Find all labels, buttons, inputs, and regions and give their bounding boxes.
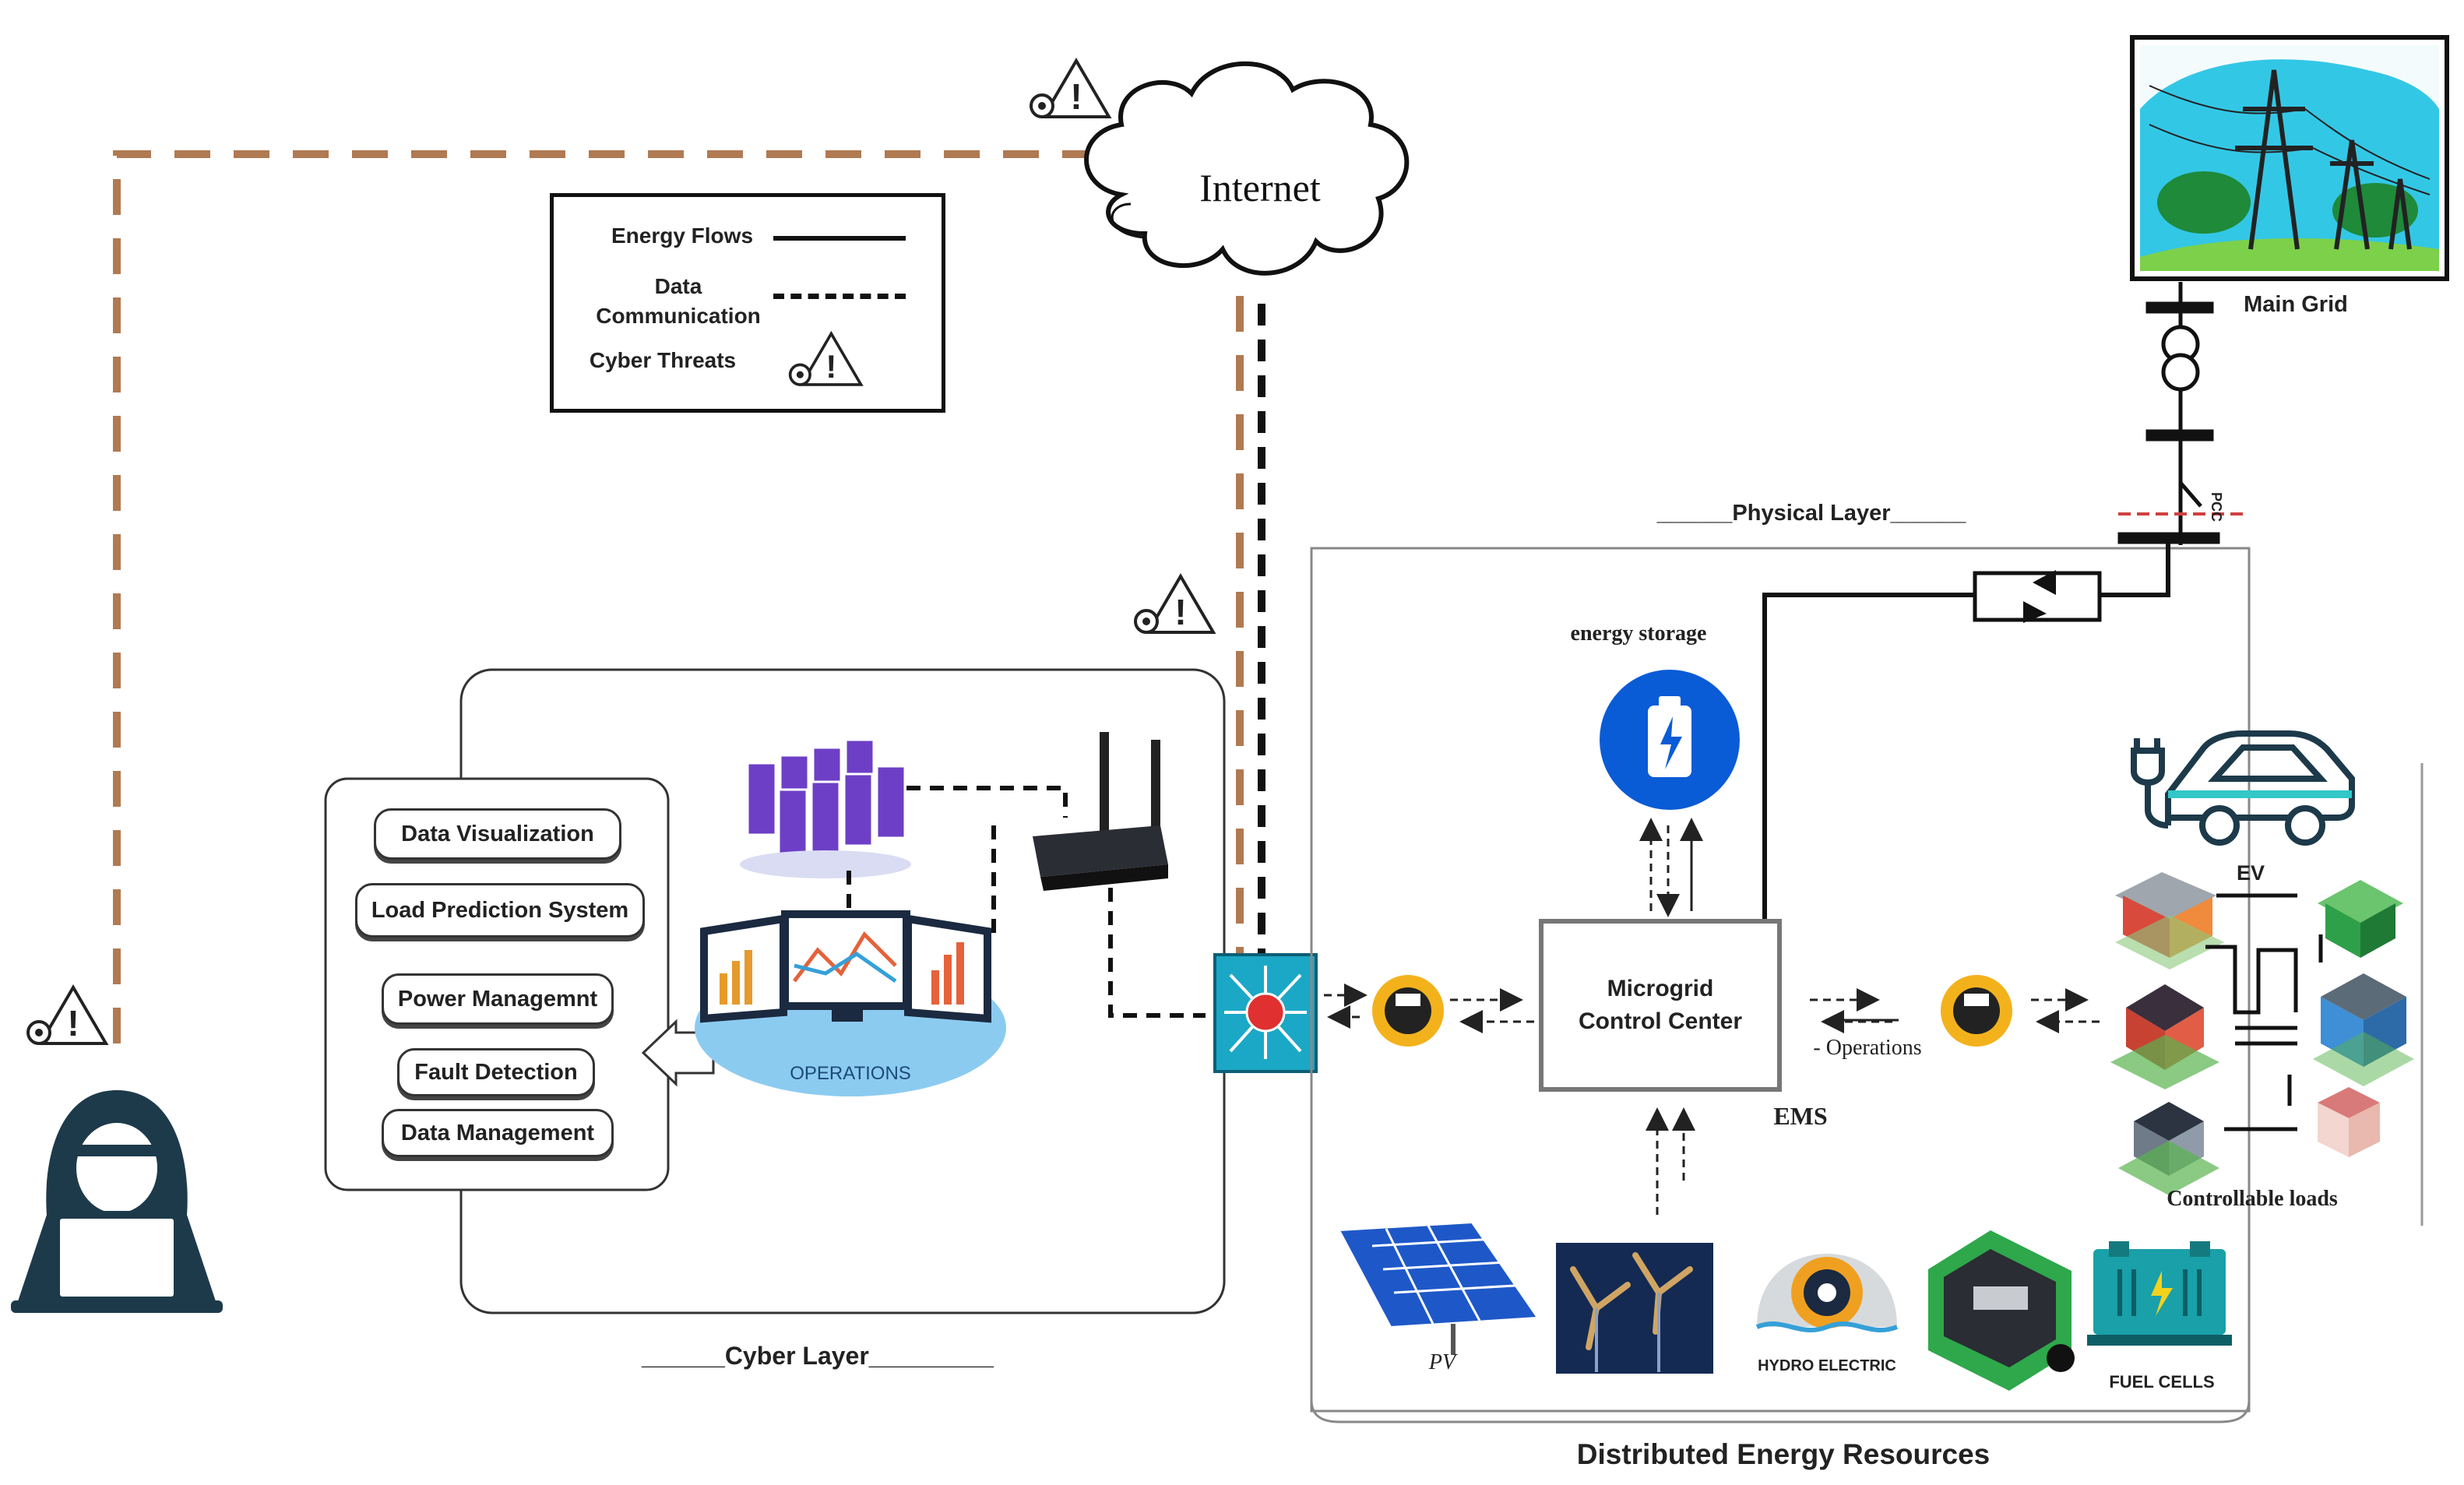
main-grid-label: Main Grid — [2244, 292, 2348, 317]
distributed-energy-resources-label: Distributed Energy Resources — [1577, 1438, 1990, 1470]
legend-energy-flows-swatch — [773, 236, 906, 241]
energy-flow-line — [1762, 544, 2170, 922]
svg-text:!: ! — [1174, 592, 1186, 632]
fuel-cells-label: FUEL CELLS — [2109, 1372, 2214, 1392]
transformer-icon — [2117, 282, 2243, 545]
cyber-threat-icon: ! — [26, 984, 109, 1045]
ev-icon — [2131, 730, 2355, 846]
der-bracket — [1310, 1399, 2251, 1423]
svg-text:!: ! — [825, 348, 836, 385]
energy-storage-icon — [1600, 670, 1740, 810]
internet-label: Internet — [1199, 166, 1321, 209]
cyber-threat-icon: ! — [1134, 573, 1216, 634]
pv-label: PV — [1428, 1350, 1458, 1374]
energy-storage-label: energy storage — [1571, 621, 1707, 646]
legend: Energy Flows Data Communication Cyber Th… — [550, 193, 945, 413]
internet-cloud — [1084, 61, 1410, 276]
microgrid-control-center[interactable]: Microgrid Control Center — [1539, 919, 1782, 1092]
fault-detection-function[interactable]: Fault Detection — [397, 1048, 595, 1096]
hacker-icon — [11, 1090, 223, 1313]
cyber-layer-label: ______Cyber Layer_________ — [641, 1342, 994, 1370]
legend-data-communication-label: Data Communication — [596, 274, 761, 328]
cyber-threat-icon: ! — [1030, 58, 1112, 118]
router-icon — [1033, 732, 1168, 891]
fuel-cells-icon — [2087, 1241, 2232, 1346]
data-management-function[interactable]: Data Management — [382, 1109, 614, 1157]
pv-solar-panel-icon — [1338, 1221, 1539, 1355]
controllable-loads-label: Controllable loads — [2167, 1187, 2338, 1211]
physical-layer-box — [1310, 547, 2251, 1413]
hydro-electric-label: HYDRO ELECTRIC — [1758, 1357, 1896, 1374]
wind-turbines-icon — [1556, 1243, 1713, 1374]
operations-to-functions-arrow — [641, 1019, 715, 1087]
smart-meter-icon — [1372, 975, 1444, 1047]
hydro-electric-icon — [1755, 1254, 1899, 1332]
server-racks-icon — [740, 738, 911, 878]
load-prediction-function[interactable]: Load Prediction System — [355, 883, 645, 938]
mcc-line2: Control Center — [1579, 1008, 1742, 1034]
smart-meter-icon — [1941, 975, 2012, 1047]
generator-icon — [1928, 1230, 2075, 1391]
cyber-data-links — [847, 786, 1206, 1018]
network-switch-icon — [1213, 953, 1318, 1073]
operations-monitors-icon — [695, 910, 1006, 1096]
legend-data-communication-swatch — [773, 294, 906, 299]
ev-label: EV — [2237, 861, 2265, 885]
mcc-line1: Microgrid — [1607, 976, 1714, 1001]
operations-screen-label: OPERATIONS — [790, 1063, 911, 1084]
legend-cyber-threats-label: Cyber Threats — [589, 348, 737, 372]
pcc-label: PCC — [2209, 492, 2224, 522]
ems-label: EMS — [1773, 1102, 1827, 1130]
power-management-function[interactable]: Power Managemnt — [382, 973, 614, 1025]
main-grid-image — [2130, 35, 2449, 281]
physical-data-links — [1324, 818, 2100, 1215]
svg-text:!: ! — [67, 1003, 79, 1043]
svg-text:!: ! — [1070, 76, 1082, 117]
legend-cyber-threat-icon: ! — [788, 330, 864, 386]
attack-path — [113, 150, 1244, 1043]
physical-layer-label: ______Physical Layer______ — [1656, 501, 1967, 526]
controllable-loads-icons — [2110, 872, 2414, 1195]
data-visualization-function[interactable]: Data Visualization — [374, 808, 621, 860]
legend-energy-flows-label: Energy Flows — [611, 223, 754, 248]
operations-side-label: - Operations — [1813, 1036, 1921, 1060]
physical-solid-links — [1680, 818, 1899, 1022]
